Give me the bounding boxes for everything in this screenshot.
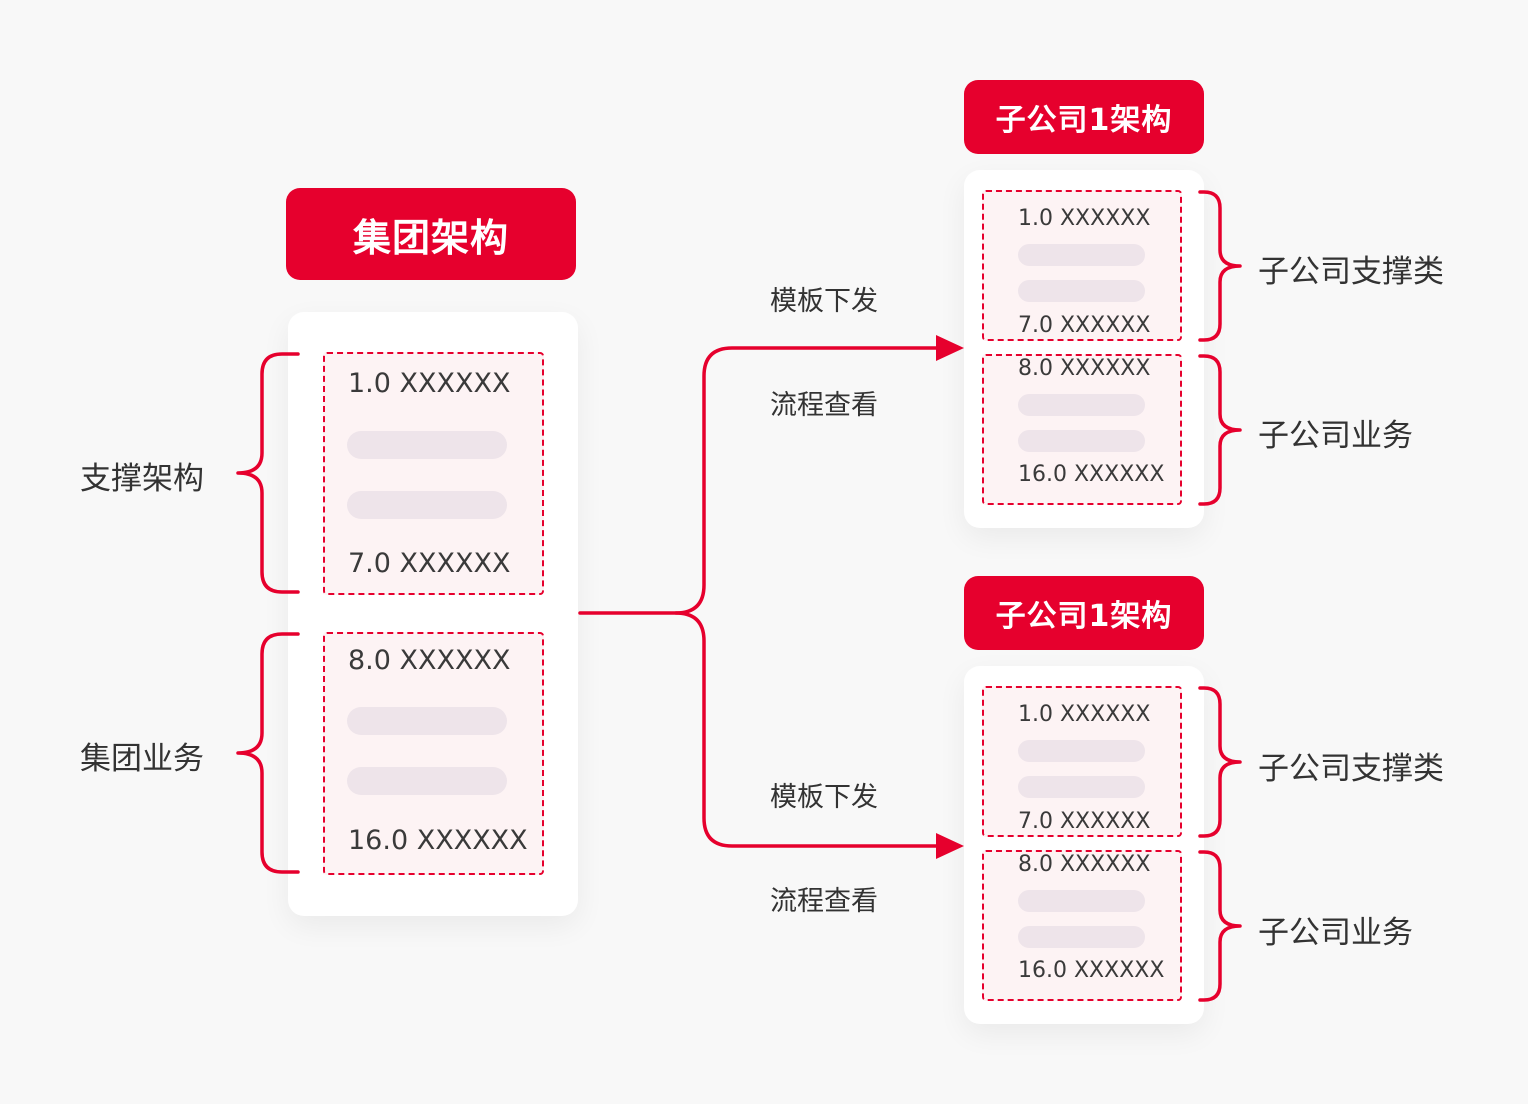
subsidiary-2-support-brace (1198, 686, 1242, 838)
group-business-box (323, 632, 544, 875)
arrow-head-icon (936, 335, 964, 361)
group-support-item-first: 1.0 XXXXXX (348, 368, 511, 399)
subsidiary-1-support-item-first: 1.0 XXXXXX (1018, 206, 1151, 231)
subsidiary-2-business-label: 子公司业务 (1258, 915, 1413, 951)
group-support-label: 支撑架构 (80, 461, 204, 497)
subsidiary-2-support-box (982, 686, 1182, 837)
placeholder-bar (1018, 740, 1145, 762)
group-support-item-last: 7.0 XXXXXX (348, 548, 511, 579)
subsidiary-1-business-label: 子公司业务 (1258, 418, 1413, 454)
edge-top-label-1: 模板下发 (770, 286, 878, 317)
subsidiary-2-title: 子公司1架构 (964, 576, 1204, 650)
subsidiary-2-business-brace (1198, 850, 1242, 1002)
placeholder-bar (1018, 776, 1145, 798)
edge-bottom-label-1: 流程查看 (770, 390, 878, 421)
subsidiary-1-business-brace (1198, 354, 1242, 506)
placeholder-bar (1018, 926, 1145, 948)
subsidiary-2-business-item-last: 16.0 XXXXXX (1018, 958, 1165, 983)
group-business-item-last: 16.0 XXXXXX (348, 825, 528, 856)
placeholder-bar (347, 491, 507, 519)
arrow-head-icon (936, 833, 964, 859)
group-business-item-first: 8.0 XXXXXX (348, 645, 511, 676)
subsidiary-2-support-label: 子公司支撑类 (1258, 751, 1444, 787)
group-support-box (323, 352, 544, 595)
subsidiary-2-business-box (982, 850, 1182, 1001)
edge-bottom-label-2: 流程查看 (770, 886, 878, 917)
subsidiary-1-business-item-first: 8.0 XXXXXX (1018, 356, 1151, 381)
group-business-label: 集团业务 (80, 741, 204, 777)
group-title: 集团架构 (286, 188, 576, 280)
edge-top-label-2: 模板下发 (770, 782, 878, 813)
placeholder-bar (1018, 244, 1145, 266)
placeholder-bar (1018, 394, 1145, 416)
group-to-subsidiaries-connector (578, 346, 942, 615)
subsidiary-1-support-brace (1198, 190, 1242, 342)
subsidiary-1-business-box (982, 354, 1182, 505)
placeholder-bar (1018, 890, 1145, 912)
placeholder-bar (347, 767, 507, 795)
placeholder-bar (1018, 280, 1145, 302)
subsidiary-2-support-item-last: 7.0 XXXXXX (1018, 809, 1151, 834)
placeholder-bar (347, 431, 507, 459)
subsidiary-2-support-item-first: 1.0 XXXXXX (1018, 702, 1151, 727)
subsidiary-2-business-item-first: 8.0 XXXXXX (1018, 852, 1151, 877)
subsidiary-1-business-item-last: 16.0 XXXXXX (1018, 462, 1165, 487)
placeholder-bar (1018, 430, 1145, 452)
subsidiary-1-support-item-last: 7.0 XXXXXX (1018, 313, 1151, 338)
placeholder-bar (347, 707, 507, 735)
subsidiary-1-support-label: 子公司支撑类 (1258, 254, 1444, 290)
subsidiary-1-title: 子公司1架构 (964, 80, 1204, 154)
